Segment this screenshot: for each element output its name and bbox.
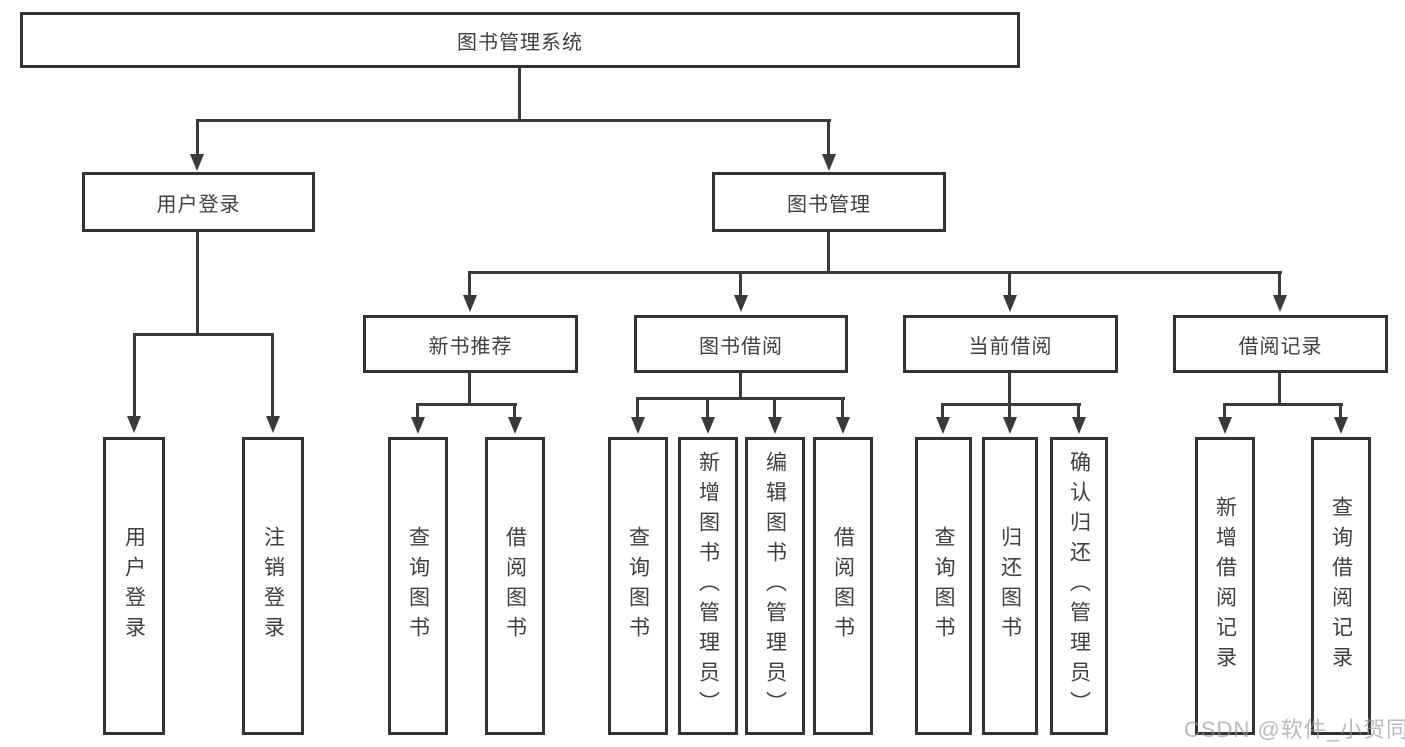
connector-line xyxy=(416,403,419,418)
arrow-down-icon xyxy=(768,417,782,434)
connector-line xyxy=(827,232,830,274)
node-user-login: 用户登录 xyxy=(82,172,315,232)
leaf-query-books-borrow: 查询图书 xyxy=(608,437,668,735)
leaf-confirm-return-admin: 确认归还（管理员） xyxy=(1050,437,1108,735)
leaf-return-book-label: 归还图书 xyxy=(998,526,1022,646)
leaf-query-books-recommend: 查询图书 xyxy=(388,437,448,735)
connector-line xyxy=(1278,271,1281,297)
arrow-down-icon xyxy=(127,416,141,433)
leaf-confirm-return-admin-label: 确认归还（管理员） xyxy=(1067,451,1091,721)
leaf-logout-label: 注销登录 xyxy=(261,526,285,646)
leaf-edit-book-admin-label: 编辑图书（管理员） xyxy=(763,451,787,721)
connector-line xyxy=(133,333,136,416)
connector-line xyxy=(196,232,199,336)
leaf-add-book-admin-label: 新增图书（管理员） xyxy=(696,451,720,721)
node-book-borrow-label: 图书借阅 xyxy=(699,335,783,358)
leaf-user-login: 用户登录 xyxy=(103,437,165,735)
arrow-down-icon xyxy=(508,417,522,434)
leaf-add-borrow-record-label: 新增借阅记录 xyxy=(1213,496,1237,676)
connector-line xyxy=(636,397,639,418)
leaf-logout: 注销登录 xyxy=(242,437,304,735)
connector-line xyxy=(468,271,471,297)
leaf-query-books-current: 查询图书 xyxy=(915,437,972,735)
node-borrow-records: 借阅记录 xyxy=(1173,315,1388,373)
leaf-user-login-label: 用户登录 xyxy=(122,526,146,646)
connector-line xyxy=(706,397,709,418)
connector-line xyxy=(1278,373,1281,406)
connector-line xyxy=(1008,403,1011,418)
node-root-system: 图书管理系统 xyxy=(20,12,1020,68)
node-book-borrow: 图书借阅 xyxy=(634,315,848,373)
arrow-down-icon xyxy=(734,295,748,312)
node-current-borrow: 当前借阅 xyxy=(903,315,1118,373)
arrow-down-icon xyxy=(1273,295,1287,312)
connector-line xyxy=(739,271,742,297)
connector-line xyxy=(636,397,845,400)
connector-line xyxy=(468,271,1282,274)
arrow-down-icon xyxy=(1003,417,1017,434)
connector-line xyxy=(739,373,742,400)
connector-line xyxy=(1223,403,1226,418)
arrow-down-icon xyxy=(1072,417,1086,434)
connector-line xyxy=(271,333,274,416)
connector-line xyxy=(941,403,944,418)
arrow-down-icon xyxy=(266,416,280,433)
node-book-management: 图书管理 xyxy=(712,172,946,232)
node-user-login-label: 用户登录 xyxy=(156,193,241,216)
connector-line xyxy=(416,403,517,406)
connector-line xyxy=(196,119,199,155)
leaf-query-books-borrow-label: 查询图书 xyxy=(626,526,650,646)
connector-line xyxy=(1223,403,1343,406)
connector-line xyxy=(941,403,1081,406)
leaf-return-book: 归还图书 xyxy=(982,437,1038,735)
connector-line xyxy=(1008,373,1011,406)
connector-line xyxy=(513,403,516,418)
node-book-management-label: 图书管理 xyxy=(787,193,871,216)
connector-line xyxy=(133,333,274,336)
leaf-query-books-recommend-label: 查询图书 xyxy=(406,526,430,646)
connector-line xyxy=(518,68,521,121)
connector-line xyxy=(468,373,471,406)
leaf-borrow-books-borrow-label: 借阅图书 xyxy=(831,526,855,646)
leaf-add-book-admin: 新增图书（管理员） xyxy=(678,437,738,735)
arrow-down-icon xyxy=(631,417,645,434)
arrow-down-icon xyxy=(936,417,950,434)
connector-line xyxy=(1339,403,1342,418)
arrow-down-icon xyxy=(190,154,204,171)
leaf-query-borrow-record: 查询借阅记录 xyxy=(1311,437,1371,735)
leaf-edit-book-admin: 编辑图书（管理员） xyxy=(745,437,805,735)
leaf-add-borrow-record: 新增借阅记录 xyxy=(1195,437,1255,735)
connector-line xyxy=(827,119,830,155)
node-new-book-recommend-label: 新书推荐 xyxy=(428,335,513,358)
arrow-down-icon xyxy=(463,295,477,312)
arrow-down-icon xyxy=(1003,295,1017,312)
connector-line xyxy=(1077,403,1080,418)
node-root-system-label: 图书管理系统 xyxy=(457,31,583,54)
arrow-down-icon xyxy=(411,417,425,434)
watermark: CSDN @软件_小贺同学 xyxy=(1184,717,1405,742)
leaf-borrow-books-recommend: 借阅图书 xyxy=(485,437,545,735)
connector-line xyxy=(1008,271,1011,297)
leaf-query-borrow-record-label: 查询借阅记录 xyxy=(1329,496,1353,676)
node-current-borrow-label: 当前借阅 xyxy=(968,335,1053,358)
node-borrow-records-label: 借阅记录 xyxy=(1238,335,1323,358)
arrow-down-icon xyxy=(701,417,715,434)
connector-line xyxy=(773,397,776,418)
leaf-borrow-books-recommend-label: 借阅图书 xyxy=(503,526,527,646)
leaf-query-books-current-label: 查询图书 xyxy=(932,526,955,646)
node-new-book-recommend: 新书推荐 xyxy=(363,315,578,373)
arrow-down-icon xyxy=(1218,417,1232,434)
arrow-down-icon xyxy=(836,417,850,434)
connector-line xyxy=(841,397,844,418)
leaf-borrow-books-borrow: 借阅图书 xyxy=(813,437,873,735)
connector-line xyxy=(196,119,831,122)
arrow-down-icon xyxy=(822,154,836,171)
arrow-down-icon xyxy=(1334,417,1348,434)
